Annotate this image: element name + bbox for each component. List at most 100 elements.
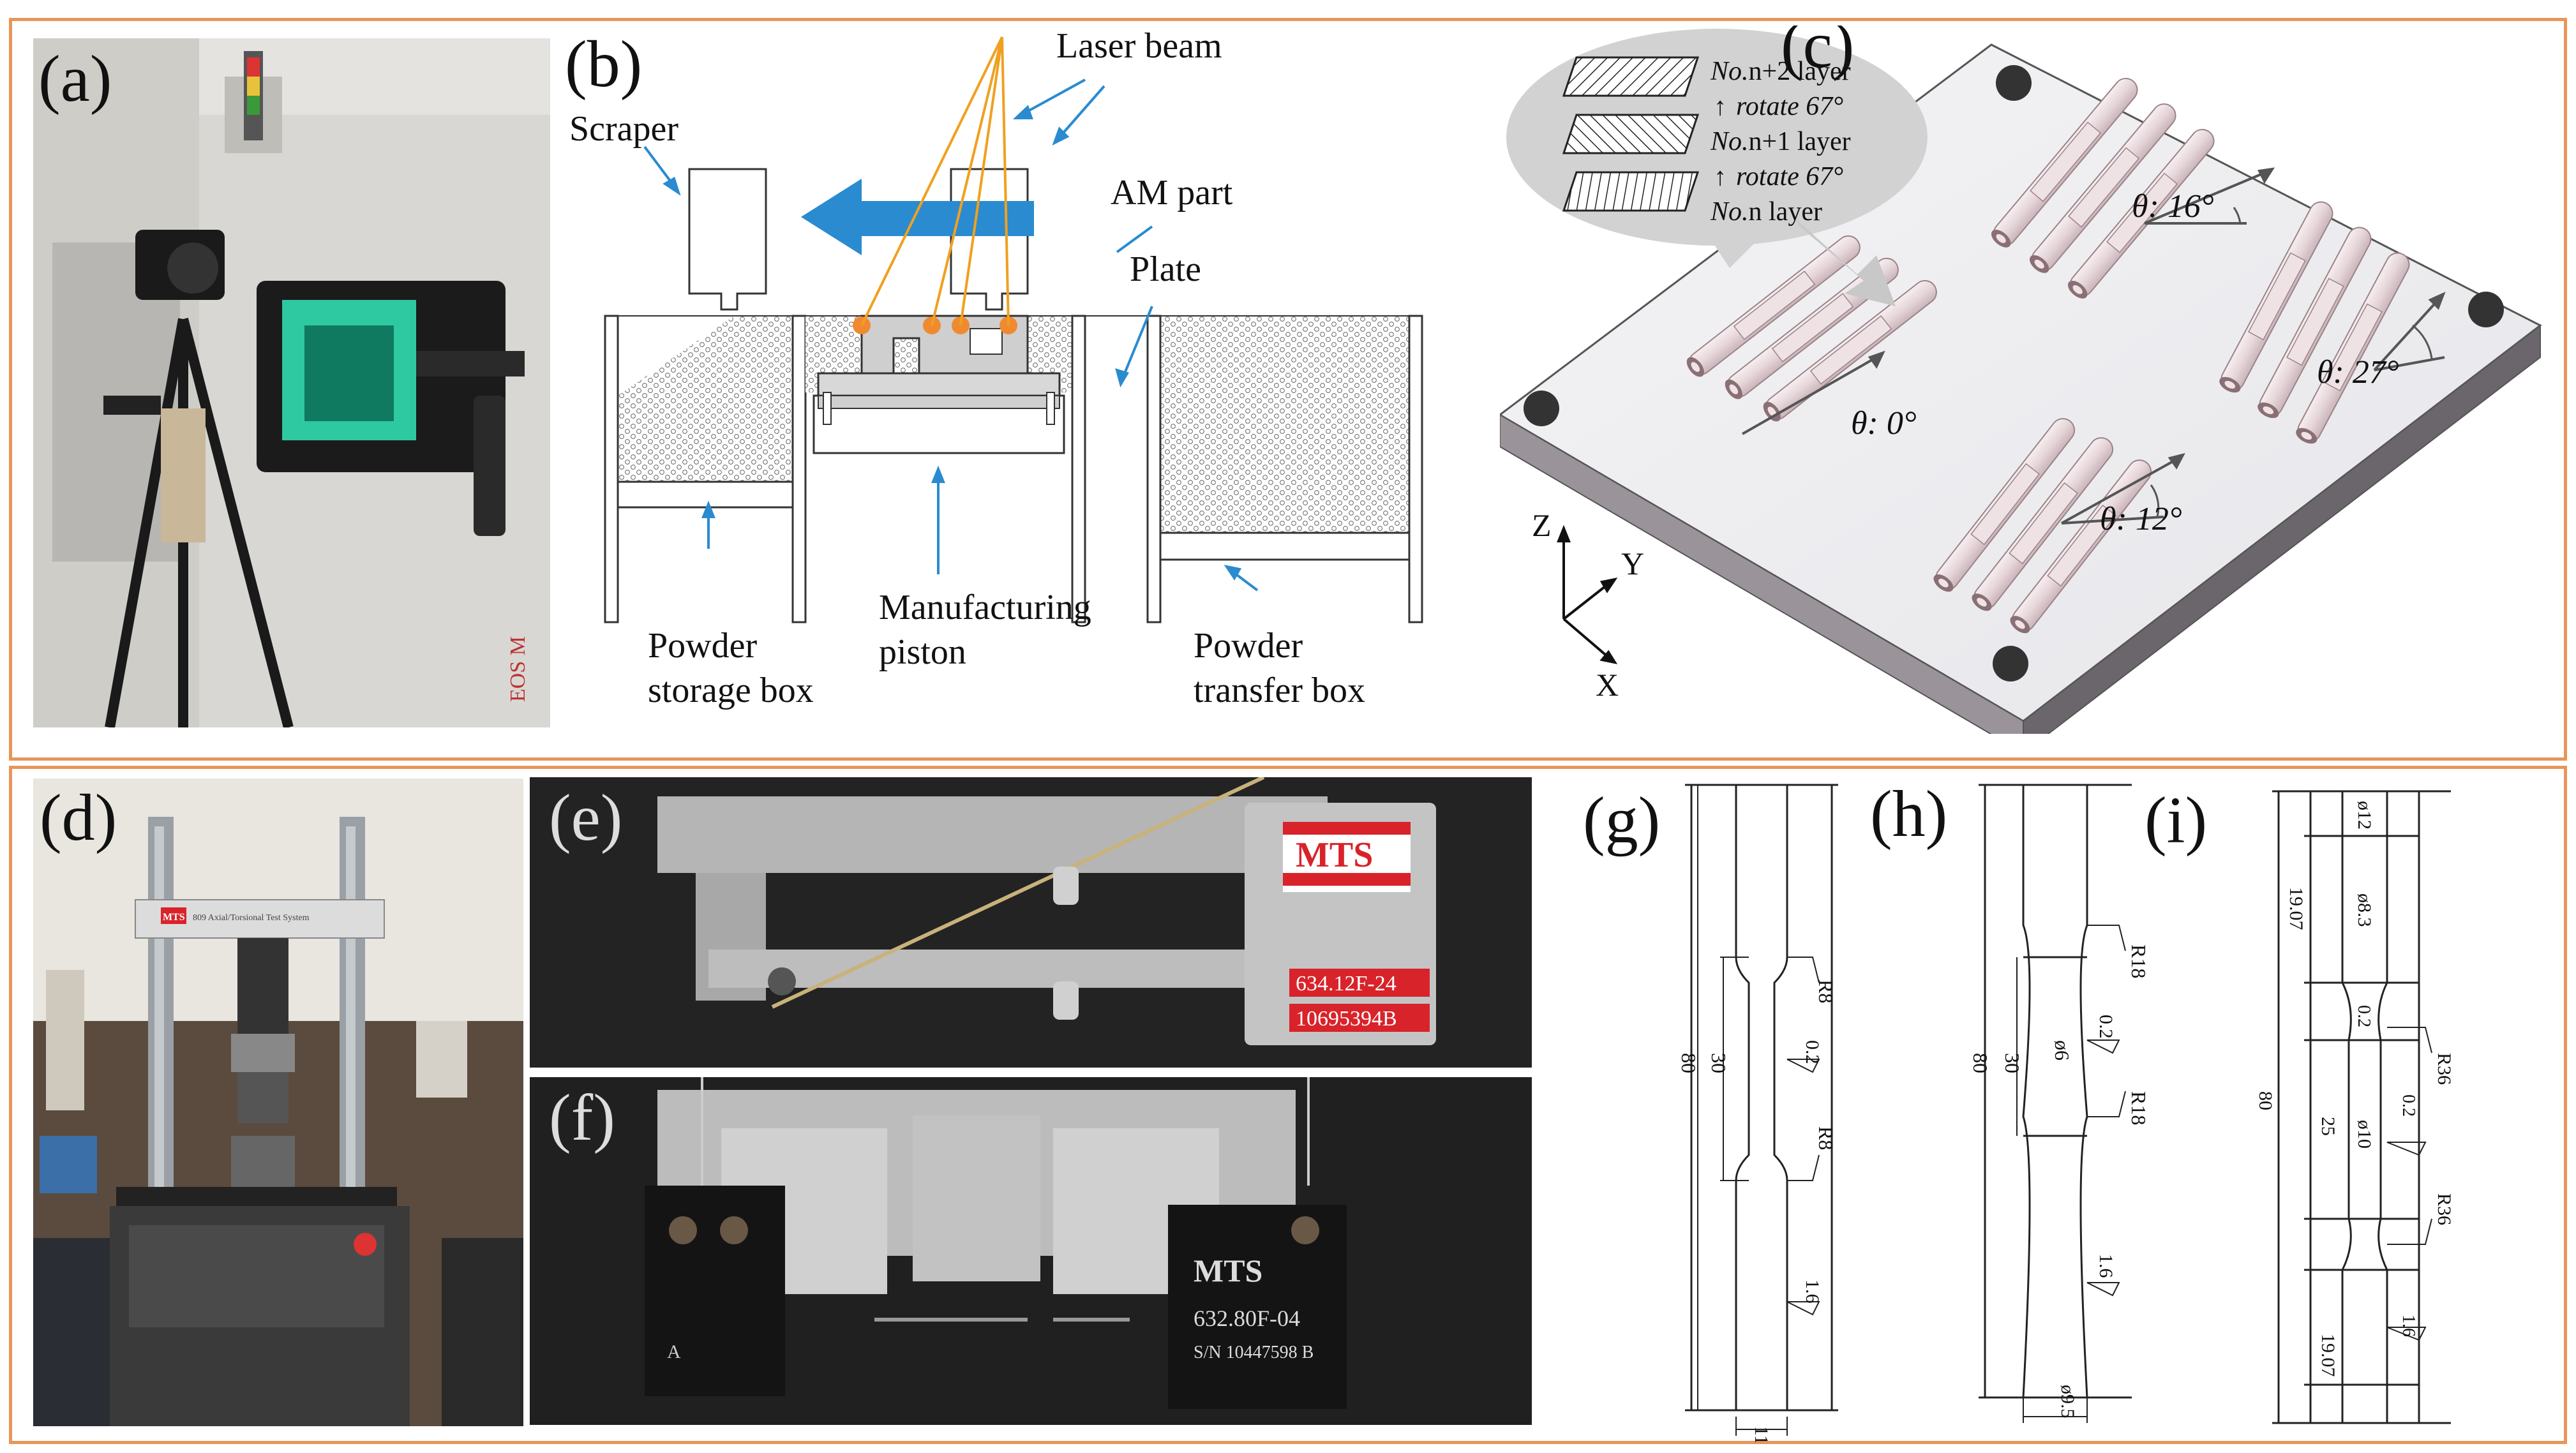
panel-label-g: (g) [1583, 784, 1660, 857]
mid-right-wall [1071, 315, 1086, 623]
scraper-label: Scraper [569, 109, 678, 149]
layer-n2-text: n+2 layer [1749, 57, 1851, 86]
theta-12-label: θ: 12° [2100, 501, 2182, 537]
i-len-top: 19.07 [2286, 887, 2307, 930]
corner-hole-top [1996, 65, 2032, 101]
panel-label-b: (b) [565, 27, 642, 101]
panel-label-e: (e) [549, 781, 623, 854]
h-dim-total: 80 [1969, 1053, 1992, 1073]
i-radius-top: R36 [2434, 1053, 2455, 1085]
manufacturing-label-2: piston [879, 632, 966, 672]
h-rough-2: 1.6 [2095, 1254, 2116, 1278]
powder-transfer-label-1: Powder [1194, 626, 1303, 666]
layer-n1-label: No.n+1 layer [1710, 127, 1851, 156]
g-dim-gauge: 30 [1707, 1053, 1730, 1073]
corner-hole-right [2468, 292, 2504, 327]
am-part-label: AM part [1111, 173, 1233, 212]
panel-label-f: (f) [549, 1081, 615, 1154]
callout-arrow [1793, 217, 1896, 306]
panel-label-d: (d) [40, 781, 117, 854]
axis-x-label: X [1596, 667, 1619, 703]
i-rough-2: 0.2 [2399, 1094, 2418, 1117]
i-dia-top: ø12 [2354, 801, 2375, 830]
i-dim-total: 80 [2255, 1091, 2276, 1110]
powder-storage-label-1: Powder [648, 626, 757, 666]
layer-n1-prefix: No. [1710, 127, 1749, 156]
layer-sheets [1562, 56, 1700, 212]
machine-brand-text: EOS M [506, 636, 530, 702]
layer-n2-prefix: No. [1710, 57, 1749, 86]
layer-n-prefix: No. [1710, 197, 1749, 227]
torsional-serial: S/N 10447598 B [1194, 1343, 1314, 1362]
panel-label-a: (a) [38, 42, 112, 115]
panel-a-photo: EOS M [33, 38, 550, 727]
rotate-label-1: rotate 67° [1736, 92, 1843, 121]
powder-transfer-label-2: transfer box [1194, 671, 1365, 710]
i-dia-gauge: ø10 [2354, 1120, 2375, 1149]
layer-n-label: No.n layer [1710, 197, 1822, 227]
manufacturing-label-1: Manufacturing [879, 588, 1091, 627]
rotate-up-arrow-1: ↑ [1714, 92, 1726, 121]
transfer-right-wall [1408, 315, 1423, 623]
plate-label: Plate [1130, 250, 1201, 289]
build-plate [817, 372, 1061, 397]
movement-arrow [801, 179, 1034, 255]
extensometer-serial: 10695394B [1296, 1007, 1397, 1031]
layer-n1-text: n+1 layer [1749, 127, 1851, 156]
extensometer-model: 634.12F-24 [1296, 972, 1397, 995]
g-radius-bottom: R8 [1815, 1126, 1838, 1150]
h-dim-gauge: 30 [2001, 1053, 2024, 1073]
drawing-h [1979, 784, 2132, 1423]
i-rough-3: 1.6 [2399, 1315, 2418, 1337]
scraper [688, 168, 767, 311]
torsional-model: 632.80F-04 [1194, 1306, 1300, 1331]
i-dia-inner: ø8.3 [2354, 893, 2375, 927]
torsional-extensometer-illustration: A MTS 632.80F-04 S/N 10447598 B [530, 1077, 1532, 1425]
axis-z-label: Z [1532, 507, 1552, 543]
storage-piston [617, 481, 794, 509]
specimen-drawings: (g) 80 30 R8 0.2 R8 1.6 11 (h) 80 30 R18… [1583, 777, 2455, 1442]
powder-storage-label-2: storage box [648, 671, 814, 710]
corner-hole-left [1524, 391, 1559, 426]
laser-beams [860, 36, 1010, 326]
g-radius-top: R8 [1815, 980, 1838, 1003]
test-system-mts-plate: MTS [163, 912, 185, 923]
transfer-left-wall [1146, 315, 1162, 623]
corner-hole-bottom [1993, 646, 2028, 682]
test-system-name: 809 Axial/Torsional Test System [193, 913, 310, 923]
transfer-piston [1159, 532, 1411, 561]
g-dim-total: 80 [1677, 1053, 1700, 1073]
h-radius-top: R18 [2127, 944, 2150, 978]
test-system-illustration: MTS 809 Axial/Torsional Test System [33, 779, 523, 1426]
plate-left-side [1500, 414, 2024, 734]
powder-storage-fill [618, 316, 801, 482]
drawing-i [2272, 790, 2451, 1424]
torsional-brand: MTS [1194, 1253, 1262, 1288]
rotate-label-2: rotate 67° [1736, 162, 1843, 191]
layer-n-text: n layer [1749, 197, 1822, 227]
bottom-panel-frame [9, 766, 2567, 1444]
panel-label-c: (c) [1781, 26, 1854, 82]
panel-c-build-plate: θ: 0° θ: 12° θ: 16° θ: 27° Z Y X No.n+2 … [1500, 26, 2542, 734]
h-radius-bottom: R18 [2127, 1091, 2150, 1125]
i-radius-bottom: R36 [2434, 1193, 2455, 1225]
panel-d-photo: MTS 809 Axial/Torsional Test System [33, 779, 523, 1426]
am-machine-illustration: EOS M [33, 38, 550, 727]
panel-label-h: (h) [1870, 777, 1947, 851]
axial-extensometer-illustration: MTS 634.12F-24 10695394B [530, 777, 1532, 1068]
recoater-blade [950, 168, 1029, 311]
layer-n2-label: No.n+2 layer [1710, 57, 1851, 86]
rotate-up-arrow-2: ↑ [1714, 162, 1726, 191]
panel-label-i: (i) [2145, 784, 2207, 857]
theta-27-label: θ: 27° [2317, 354, 2399, 391]
left-wall [604, 315, 619, 623]
g-width: 11 [1751, 1426, 1772, 1442]
coordinate-axes [1557, 525, 1618, 664]
panel-e-photo: MTS 634.12F-24 10695394B [530, 777, 1532, 1068]
h-dia-gauge: ø6 [2051, 1040, 2074, 1061]
theta-0-label: θ: 0° [1851, 405, 1917, 442]
extensometer-mark: A [667, 1341, 681, 1362]
panel-f-photo: A MTS 632.80F-04 S/N 10447598 B [530, 1077, 1532, 1425]
laser-beam-label: Laser beam [1056, 26, 1222, 66]
g-rough-2: 1.6 [1802, 1279, 1823, 1304]
